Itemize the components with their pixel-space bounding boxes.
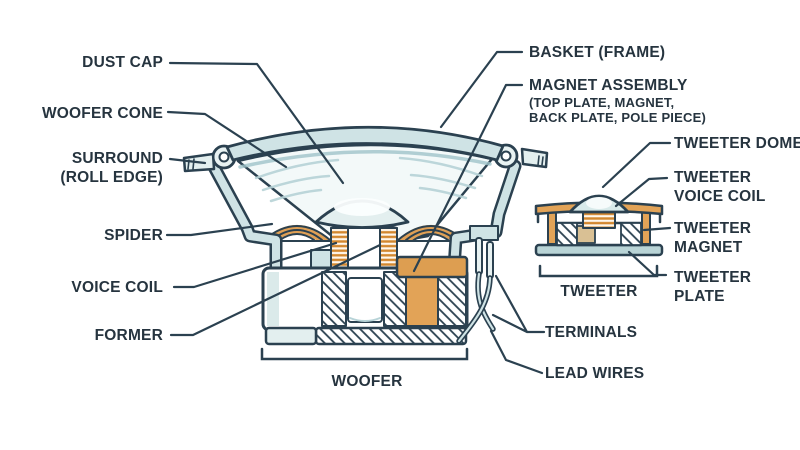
leader-surround	[168, 157, 207, 165]
leader-former	[169, 243, 382, 337]
leader-tweeter-magnet	[642, 226, 672, 232]
leader-voice-coil	[172, 241, 338, 289]
tweeter-bracket	[538, 264, 659, 278]
label-tweeter-voice-coil: TWEETER VOICE COIL	[674, 168, 766, 206]
label-tweeter-plate-line1: TWEETER	[674, 269, 752, 286]
leader-woofer-cone	[166, 110, 288, 169]
label-tweeter-plate: TWEETER PLATE	[674, 268, 751, 306]
label-tweeter-plate-line2: PLATE	[674, 288, 725, 305]
label-magnet-line1: MAGNET ASSEMBLY	[529, 77, 688, 94]
top-plate-right	[395, 255, 469, 279]
leader-tweeter-plate	[627, 250, 668, 277]
magnet-assembly-part	[261, 255, 469, 346]
leader-magnet-assembly	[412, 83, 524, 273]
leader-basket	[439, 50, 524, 129]
leader-tweeter-dome	[601, 141, 672, 189]
label-magnet-line2: (TOP PLATE, MAGNET,	[529, 95, 675, 110]
label-woofer-cone: WOOFER CONE	[41, 105, 163, 122]
label-spider: SPIDER	[104, 227, 163, 244]
label-voice-coil: VOICE COIL	[71, 279, 163, 296]
label-tweeter-dome: TWEETER DOME	[674, 135, 800, 152]
lead-wires-part	[456, 271, 496, 344]
label-tweeter-magnet: TWEETER MAGNET	[674, 219, 751, 257]
tweeter-plate-part	[534, 243, 664, 257]
woofer-bracket	[260, 347, 469, 361]
woofer-illustration	[182, 125, 549, 346]
label-woofer: WOOFER	[331, 373, 403, 390]
label-magnet-assembly: MAGNET ASSEMBLY (TOP PLATE, MAGNET, BACK…	[529, 76, 706, 125]
leader-spider	[165, 222, 274, 237]
label-surround-line2: (ROLL EDGE)	[60, 169, 163, 186]
terminals-part	[469, 225, 499, 279]
label-surround-line1: SURROUND	[71, 150, 163, 167]
tweeter-illustration	[534, 194, 664, 257]
label-tweeter-voice-coil-line1: TWEETER	[674, 169, 752, 186]
leader-dust-cap	[168, 61, 345, 185]
label-surround: SURROUND (ROLL EDGE)	[60, 149, 163, 187]
leader-terminals	[491, 274, 546, 334]
label-tweeter-voice-coil-line2: VOICE COIL	[674, 188, 766, 205]
leader-lead-wires	[489, 329, 544, 375]
leader-lines	[165, 50, 672, 375]
label-former: FORMER	[94, 327, 163, 344]
label-tweeter: TWEETER	[560, 283, 638, 300]
rim-band	[225, 125, 505, 162]
tweeter-magnet-part	[555, 221, 643, 247]
pole-piece-part	[347, 277, 383, 323]
tweeter-dome-part	[568, 194, 630, 214]
dust-cap-part	[314, 198, 410, 229]
label-basket: BASKET (FRAME)	[529, 44, 666, 61]
label-magnet-line3: BACK PLATE, POLE PIECE)	[529, 110, 706, 125]
tweeter-voice-coil-part	[582, 210, 616, 229]
label-dust-cap: DUST CAP	[82, 54, 163, 71]
back-plate-part	[314, 326, 468, 346]
leader-tweeter-voice-coil	[614, 176, 669, 208]
label-tweeter-magnet-line1: TWEETER	[674, 220, 752, 237]
label-lead-wires: LEAD WIRES	[545, 365, 645, 382]
label-tweeter-magnet-line2: MAGNET	[674, 239, 743, 256]
label-terminals: TERMINALS	[545, 324, 638, 341]
cone-shading	[254, 156, 484, 203]
mounting-tabs	[182, 147, 549, 173]
